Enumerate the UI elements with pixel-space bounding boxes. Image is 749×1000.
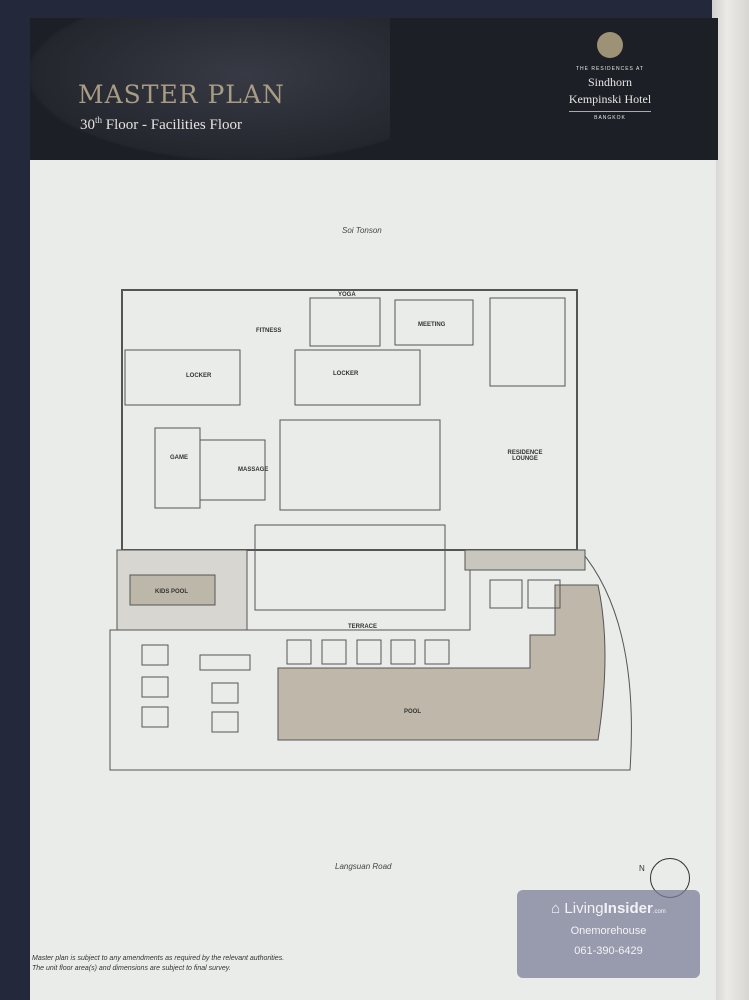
logo-name-2: Kempinski Hotel: [568, 92, 652, 106]
disclaimer-line-2: The unit floor area(s) and dimensions ar…: [32, 965, 231, 972]
room-residence-lounge: RESIDENCE LOUNGE: [507, 450, 543, 462]
peony-illustration: [30, 18, 390, 160]
page-title: MASTER PLAN: [78, 80, 285, 109]
logo-name-1: Sindhorn: [587, 75, 632, 89]
disclaimer: Master plan is subject to any amendments…: [32, 954, 284, 974]
room-massage: MASSAGE: [238, 467, 269, 473]
floor-name: Floor - Facilities Floor: [102, 117, 243, 133]
logo-city: BANGKOK: [594, 115, 626, 121]
brand-suffix: .com: [652, 909, 666, 915]
livinginsider-watermark: ⌂ LivingInsider.com Onemorehouse 061-390…: [517, 890, 700, 978]
floor-number: 30: [80, 117, 95, 133]
floor-subtitle: 30th Floor - Facilities Floor: [80, 115, 242, 134]
road-label-south: Langsuan Road: [335, 862, 392, 871]
room-meeting: MEETING: [418, 322, 446, 328]
marble-surface: [712, 0, 749, 1000]
watermark-agent: Onemorehouse: [570, 925, 647, 937]
room-yoga: YOGA: [338, 292, 356, 298]
logo-tagline: THE RESIDENCES AT: [575, 66, 645, 72]
room-locker-1: LOCKER: [186, 373, 212, 379]
kempinski-logo: THE RESIDENCES AT Sindhorn Kempinski Hot…: [555, 32, 665, 121]
brochure-header: MASTER PLAN 30th Floor - Facilities Floo…: [30, 18, 718, 160]
room-fitness: FITNESS: [256, 328, 282, 334]
north-label: N: [639, 864, 645, 873]
floor-suffix: th: [95, 115, 103, 125]
room-pool: POOL: [404, 709, 422, 715]
logo-divider: [569, 111, 651, 112]
tree-logo-icon: [597, 32, 623, 58]
brand-bold: Insider: [603, 900, 653, 917]
disclaimer-line-1: Master plan is subject to any amendments…: [32, 955, 285, 962]
room-kids-pool: KIDS POOL: [155, 589, 189, 595]
room-game: GAME: [170, 455, 188, 461]
room-terrace: TERRACE: [348, 624, 378, 630]
watermark-phone: 061-390-6429: [574, 945, 643, 957]
room-locker-2: LOCKER: [333, 371, 359, 377]
watermark-brand: ⌂ LivingInsider.com: [551, 900, 666, 917]
brand-light: Living: [564, 900, 604, 917]
road-label-north: Soi Tonson: [342, 226, 382, 235]
